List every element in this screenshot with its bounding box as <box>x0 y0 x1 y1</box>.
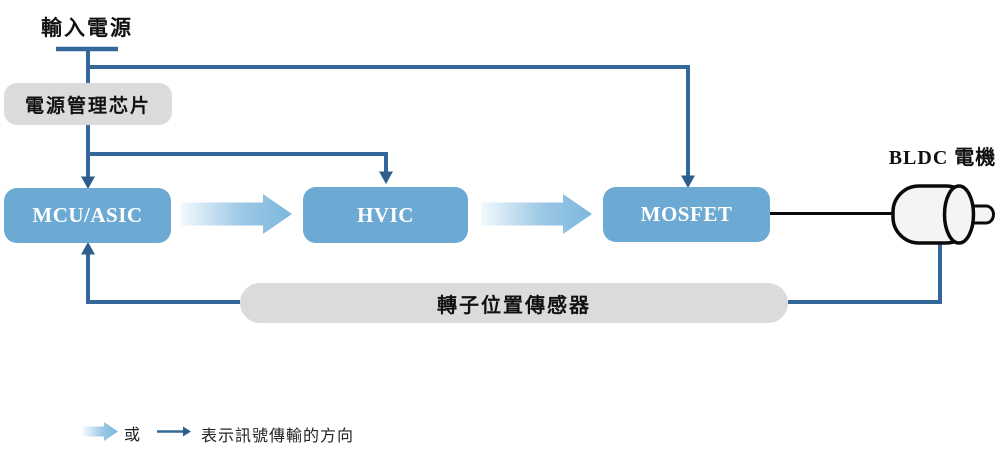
signal-arrow-mcu-to-hvic <box>181 194 292 234</box>
mcu-asic-label: MCU/ASIC <box>32 203 143 227</box>
legend-description: 表示訊號傳輸的方向 <box>201 428 355 445</box>
bldc-motor-label: BLDC 電機 <box>888 147 997 169</box>
mcu-asic-block: MCU/ASIC <box>4 188 171 243</box>
legend-gradient-arrow-icon <box>83 422 118 441</box>
power-mgmt-chip-label: 電源管理芯片 <box>24 95 151 117</box>
hvic-label: HVIC <box>357 202 414 227</box>
power-to-hvic-line <box>86 152 388 173</box>
arrowhead-into-mosfet <box>681 175 695 188</box>
arrowhead-into-mcu-bottom <box>81 242 95 255</box>
motor-end-cap <box>942 184 976 245</box>
power-mgmt-chip-block: 電源管理芯片 <box>4 83 172 125</box>
input-power-label: 輸入電源 <box>41 16 133 40</box>
mosfet-label: MOSFET <box>640 202 733 226</box>
hvic-block: HVIC <box>303 187 468 243</box>
signal-arrow-hvic-to-mosfet <box>481 194 592 234</box>
sensor-to-mcu-line <box>86 250 240 304</box>
legend-or-label: 或 <box>124 427 142 444</box>
mosfet-block: MOSFET <box>603 187 770 242</box>
bldc-motor-icon <box>891 184 995 245</box>
rotor-position-sensor-label: 轉子位置傳感器 <box>437 294 591 317</box>
motor-to-sensor-line <box>788 243 942 304</box>
arrowhead-into-hvic <box>379 171 393 184</box>
arrowhead-into-mcu-top <box>81 176 95 189</box>
rotor-position-sensor-bar: 轉子位置傳感器 <box>240 283 788 323</box>
legend-thin-arrow-head <box>183 426 191 437</box>
input-power-to-mosfet-line <box>86 65 690 177</box>
